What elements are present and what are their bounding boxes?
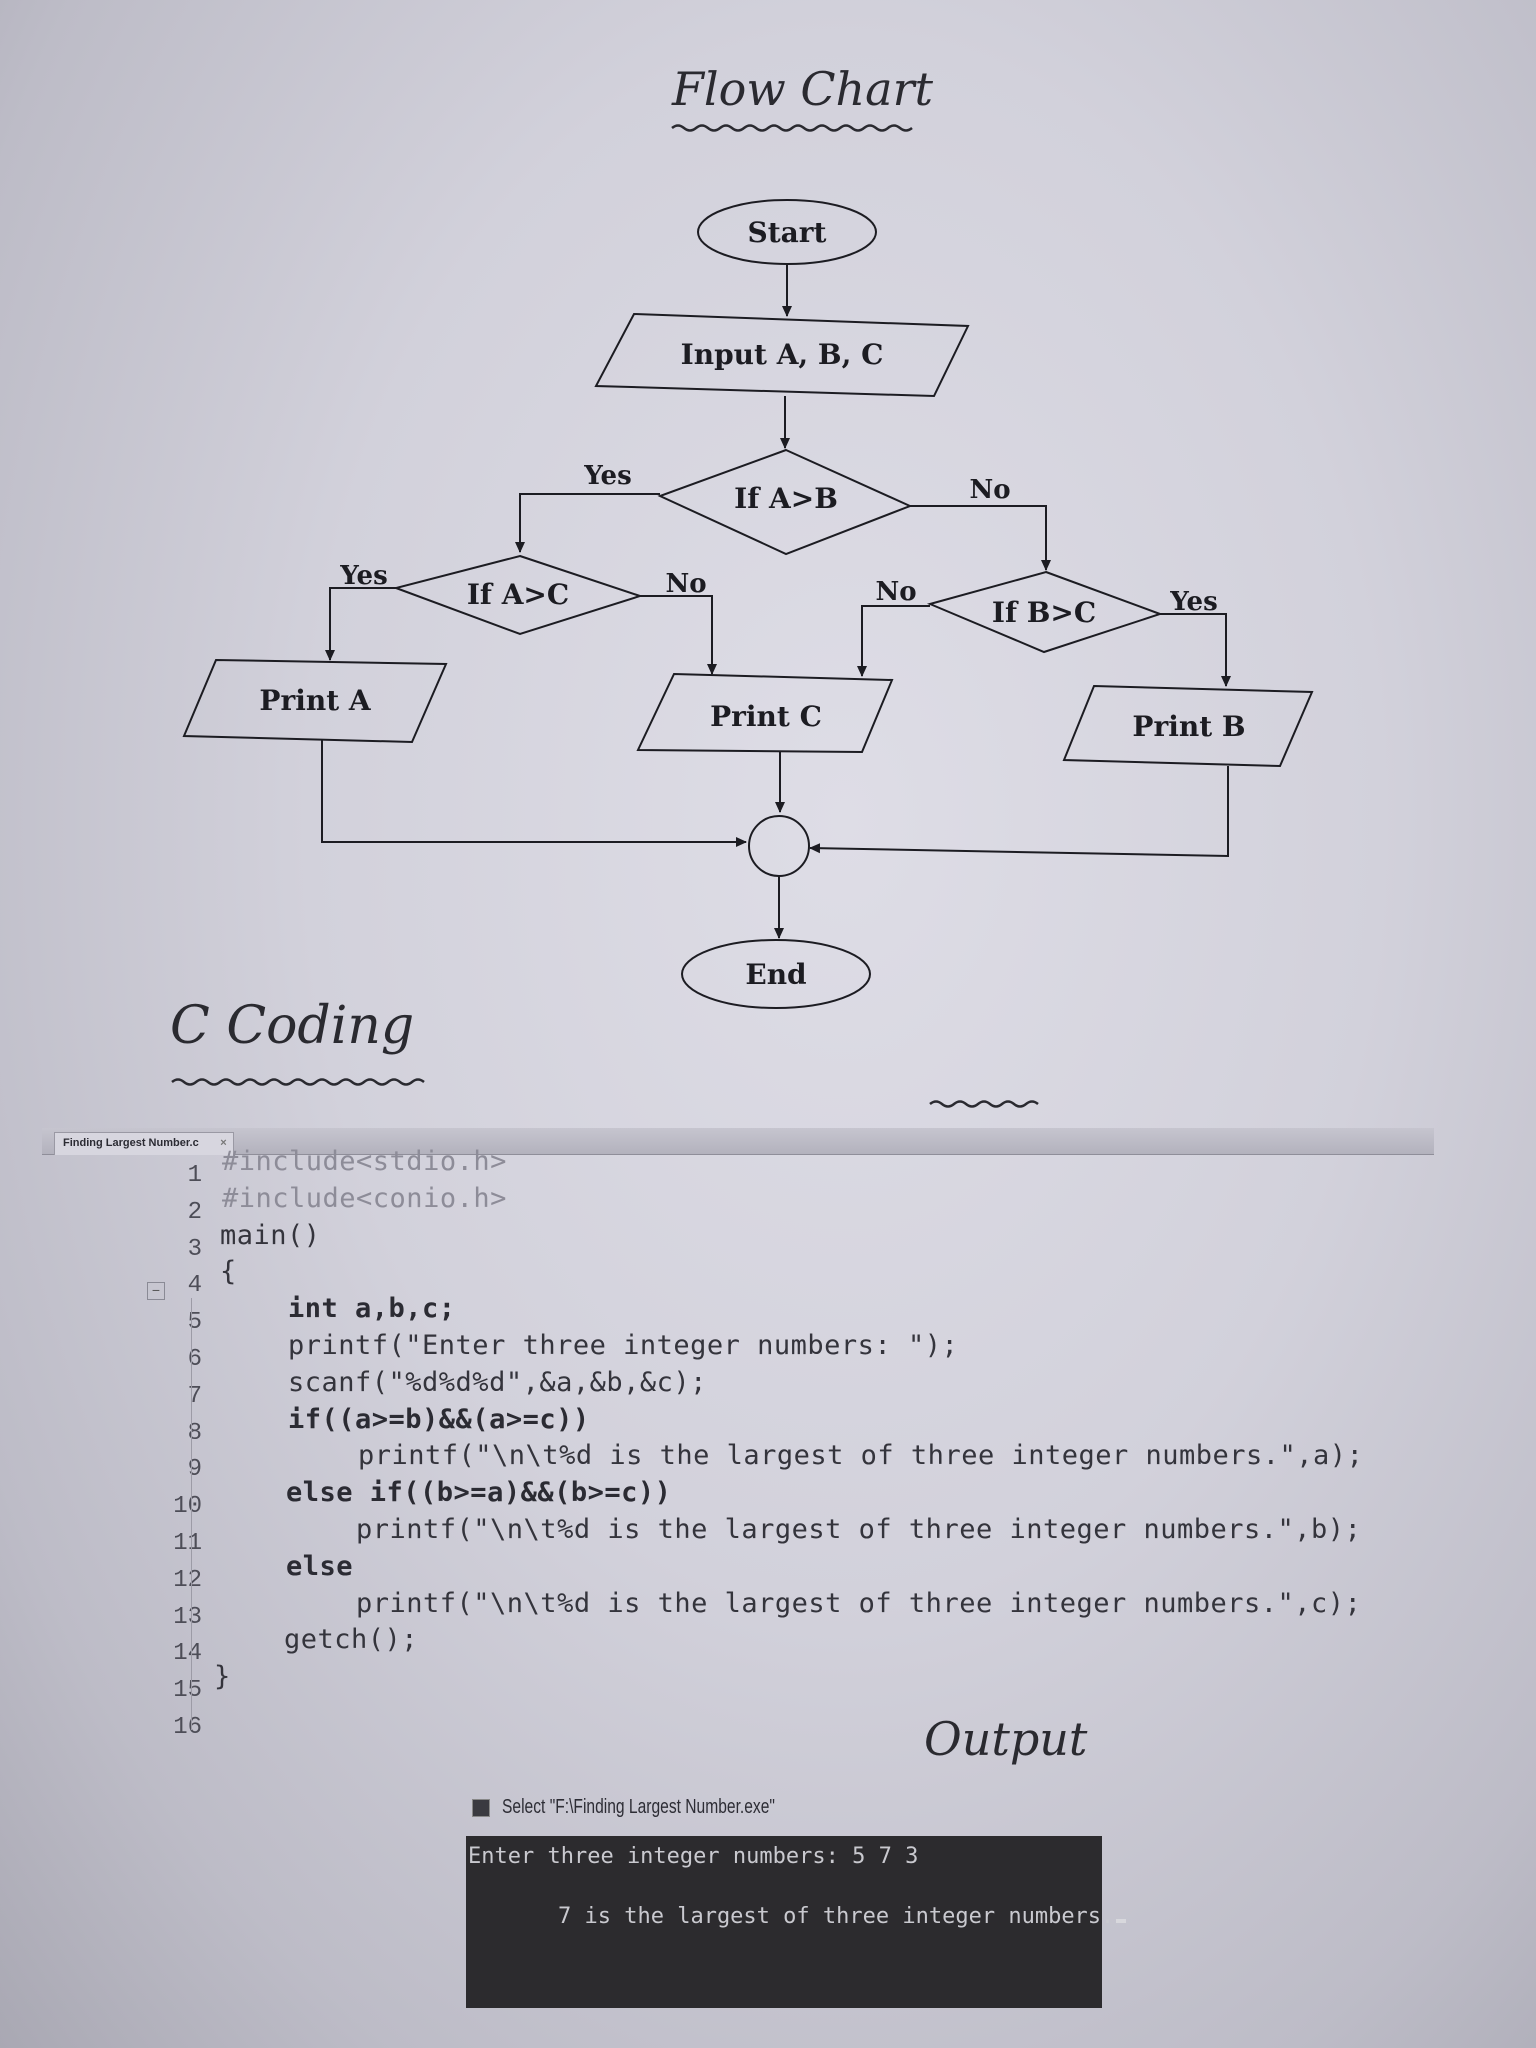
editor-tab-bar: Finding Largest Number.c × — [42, 1128, 1434, 1155]
end-label: End — [745, 958, 806, 991]
code-line: #include<stdio.h> — [222, 1146, 507, 1177]
connector-bc-no — [857, 605, 930, 677]
line-number: 13 — [173, 1603, 202, 1631]
console-line-prompt: Enter three integer numbers: 5 7 3 — [468, 1844, 919, 1869]
code-line: } — [214, 1661, 231, 1693]
line-number: 15 — [173, 1677, 202, 1705]
code-line: scanf("%d%d%d",&a,&b,&c); — [288, 1366, 707, 1398]
fold-guide — [191, 1298, 192, 1730]
decision-ac-diamond — [392, 554, 644, 636]
console-app-icon — [472, 1799, 490, 1817]
file-tab[interactable]: Finding Largest Number.c × — [54, 1132, 234, 1155]
connector-ac-yes — [325, 587, 396, 661]
code-line: #include<conio.h> — [222, 1182, 507, 1214]
line-number: 8 — [187, 1419, 202, 1447]
end-terminal — [681, 939, 871, 1009]
connector-bc-yes — [1160, 613, 1231, 687]
line-number: 16 — [173, 1714, 202, 1741]
flow-chart-heading: Flow Chart — [672, 62, 934, 116]
ab-no-label: No — [969, 475, 1010, 505]
connector-ab-no — [910, 505, 1051, 571]
line-number: 6 — [187, 1346, 202, 1373]
print-b-parallelogram — [1062, 684, 1314, 768]
connector-print-a-join — [321, 740, 747, 847]
line-number: 7 — [187, 1382, 202, 1410]
line-number: 11 — [173, 1530, 202, 1557]
code-line: else — [286, 1550, 354, 1582]
line-number: 10 — [173, 1493, 202, 1521]
code-line: else if((b>=a)&&(b>=c)) — [286, 1477, 672, 1509]
connector-ab-yes — [515, 493, 660, 553]
start-label: Start — [748, 216, 827, 249]
ac-yes-label: Yes — [339, 561, 387, 591]
print-a-parallelogram — [182, 658, 448, 744]
c-coding-heading: C Coding — [170, 996, 415, 1056]
decision-bc-label: If B>C — [992, 596, 1096, 629]
bc-yes-label: Yes — [1169, 587, 1217, 617]
output-heading: Output — [924, 1712, 1088, 1766]
code-line: main() — [220, 1219, 321, 1251]
code-line: printf("Enter three integer numbers: "); — [288, 1330, 959, 1361]
connector-ac-no — [640, 595, 717, 675]
print-c-parallelogram — [636, 672, 894, 754]
code-line: if((a>=b)&&(a>=c)) — [288, 1403, 590, 1435]
code-line: { — [220, 1256, 237, 1288]
join-connector-circle — [748, 815, 810, 877]
line-number: 3 — [187, 1235, 202, 1263]
console-line-result: 7 is the largest of three integer number… — [558, 1904, 1115, 1929]
decision-ab-label: If A>B — [734, 482, 838, 515]
fold-toggle-icon[interactable]: − — [147, 1282, 165, 1300]
decision-ab-diamond — [657, 448, 913, 556]
print-b-label: Print B — [1132, 710, 1245, 743]
line-number: 2 — [187, 1198, 202, 1226]
line-number: 1 — [187, 1162, 202, 1189]
file-tab-title: Finding Largest Number.c — [63, 1137, 199, 1149]
input-label: Input A, B, C — [681, 338, 884, 371]
text-cursor — [1116, 1919, 1127, 1923]
line-number: 9 — [187, 1456, 202, 1484]
console-title: Select "F:\Finding Largest Number.exe" — [502, 1796, 775, 1818]
flow-connectors — [321, 264, 1231, 939]
decision-ac-label: If A>C — [467, 578, 569, 611]
line-number: 4 — [187, 1272, 202, 1300]
print-c-label: Print C — [710, 700, 822, 733]
line-number: 14 — [173, 1640, 202, 1668]
ac-no-label: No — [665, 569, 706, 599]
ab-yes-label: Yes — [583, 461, 631, 491]
console-window: Enter three integer numbers: 5 7 3 7 is … — [466, 1836, 1127, 2008]
code-line: printf("\n\t%d is the largest of three i… — [356, 1587, 1362, 1619]
start-terminal — [697, 199, 877, 265]
decision-bc-diamond — [926, 570, 1164, 654]
bc-no-label: No — [875, 577, 916, 607]
connector-print-b-join — [809, 766, 1229, 858]
code-line: getch(); — [284, 1624, 419, 1656]
c-coding-underline — [171, 1078, 425, 1086]
code-line: int a,b,c; — [288, 1293, 456, 1325]
output-underline — [929, 1100, 1039, 1108]
console-line-result-row: 7 is the largest of three integer number… — [558, 1904, 1127, 1929]
print-a-label: Print A — [259, 684, 371, 717]
flow-chart-underline — [670, 124, 914, 132]
close-icon[interactable]: × — [220, 1137, 227, 1149]
line-number: 5 — [187, 1309, 202, 1337]
input-parallelogram — [594, 312, 970, 398]
code-line: printf("\n\t%d is the largest of three i… — [358, 1440, 1364, 1472]
flowchart: Start Input A, B, C If A>B If A>C If B>C… — [171, 124, 1314, 1108]
line-number: 12 — [173, 1566, 202, 1594]
code-line: printf("\n\t%d is the largest of three i… — [356, 1514, 1362, 1545]
